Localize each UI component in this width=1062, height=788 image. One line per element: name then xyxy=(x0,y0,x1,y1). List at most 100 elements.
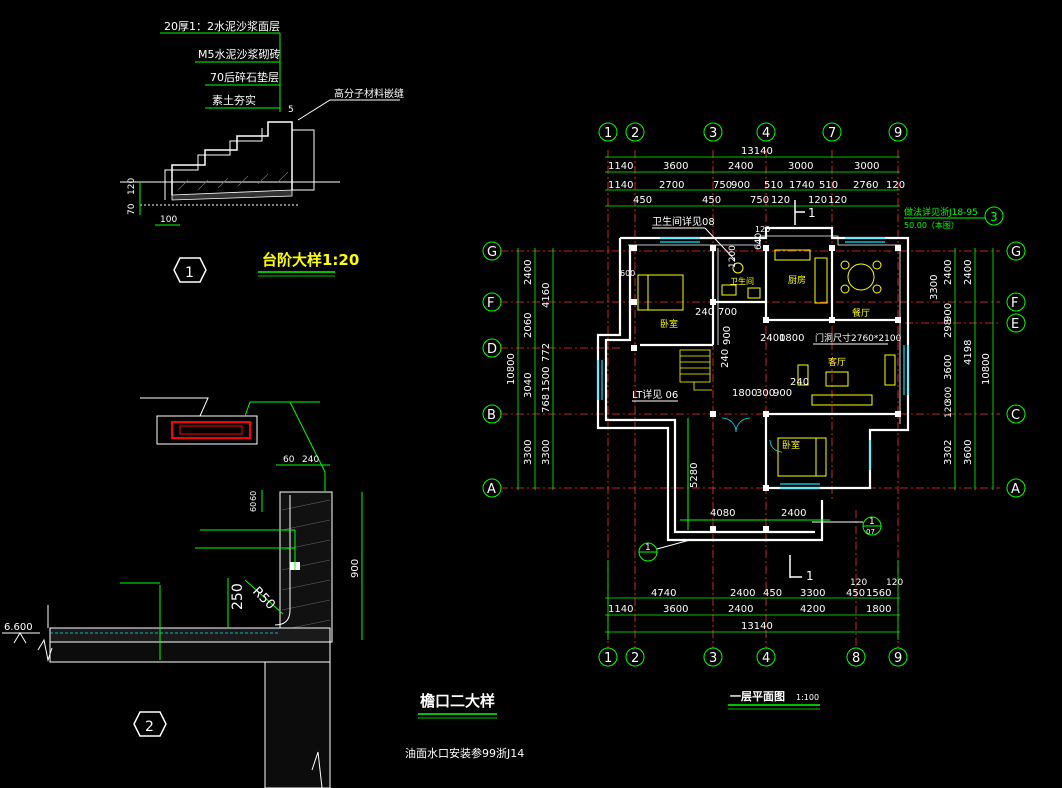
top-row3-dim: 120 xyxy=(771,195,790,206)
inner-dim: 640 xyxy=(754,233,764,250)
eave-dim-60c: 60 xyxy=(249,502,258,512)
left-axis-B: B xyxy=(487,408,496,423)
right-inner-dim: 900 xyxy=(943,303,954,322)
section-mark-top: 1 xyxy=(808,206,816,220)
floor-plan: 1 2 3 4 7 9 13140 1140 3600 2400 3000 30… xyxy=(482,122,1026,710)
eave-dim-240: 240 xyxy=(302,455,319,465)
top-row2-dim: 1140 xyxy=(608,180,633,191)
inner-dim: 300 xyxy=(756,388,775,399)
top-axis-1: 1 xyxy=(604,126,612,141)
inner-dim: 600 xyxy=(620,269,635,278)
eave-marker: 2 xyxy=(145,719,154,735)
label-bathroom-ref: 卫生间详见08 xyxy=(652,215,715,228)
inner-dim: 1800 xyxy=(779,333,804,344)
detail-ref-bottom-num: 1 xyxy=(869,517,875,527)
right-mid-dim: 4198 xyxy=(963,340,974,365)
inner-dim: 120 xyxy=(755,225,770,234)
bottom-row2-dim: 2400 xyxy=(728,604,753,615)
bottom-axis-1: 1 xyxy=(604,651,612,666)
eave-marker-shape xyxy=(133,711,167,737)
bottom-axis-bubbles: 1 2 3 4 8 9 xyxy=(598,647,908,667)
right-mid-dim: 3600 xyxy=(963,440,974,465)
top-axis-7: 7 xyxy=(828,126,836,141)
right-axis-E: E xyxy=(1011,317,1019,332)
stair-title: 台阶大样1:20 xyxy=(262,251,359,269)
room-bedroom-1: 卧室 xyxy=(660,318,678,330)
bottom-axis-4: 4 xyxy=(762,651,770,666)
top-row2-dim: 2700 xyxy=(659,180,684,191)
left-inner-dim: 768 xyxy=(541,394,552,413)
label-door-opening: 门洞尺寸2760*2100 xyxy=(815,332,902,344)
stair-dim-5: 5 xyxy=(288,105,294,115)
bottom-row2-dim: 3600 xyxy=(663,604,688,615)
top-total: 13140 xyxy=(741,146,773,157)
bottom-row2-dim: 1800 xyxy=(866,604,891,615)
inner-dim: 900 xyxy=(722,326,733,345)
room-bedroom-2: 卧室 xyxy=(782,439,800,451)
right-inner-dim: 2400 xyxy=(943,260,954,285)
bottom-row1-dim: 2400 xyxy=(730,588,755,599)
top-row3-dim: 450 xyxy=(702,195,721,206)
plan-title: 一层平面图 xyxy=(730,690,785,703)
eave-note: 油面水口安装参99浙J14 xyxy=(405,746,524,760)
eave-dim-250: 250 xyxy=(230,583,246,610)
top-row2-dim: 510 xyxy=(819,180,838,191)
plan-scale: 1:100 xyxy=(796,693,819,702)
room-kitchen: 厨房 xyxy=(788,274,806,286)
eave-dim-60a: 60 xyxy=(283,455,295,465)
inner-dim: 2400 xyxy=(760,333,785,344)
left-outer: 10800 xyxy=(506,353,517,385)
stair-detail: 20厚1：2水泥沙浆面层 M5水泥沙浆砌砖 70后碎石垫层 素土夯实 高分子材料… xyxy=(120,19,404,283)
stair-marker-shape xyxy=(173,257,207,283)
bottom-row2: 1140 3600 2400 4200 1800 xyxy=(608,604,891,615)
top-row2-dim: 1740 xyxy=(789,180,814,191)
bottom-axis-2: 2 xyxy=(631,651,639,666)
right-inner-dim: 300 xyxy=(944,387,954,404)
top-row3-dim: 450 xyxy=(633,195,652,206)
top-row3: 450 450 750 120 120 120 xyxy=(633,195,847,206)
stair-note: 高分子材料嵌缝 xyxy=(334,87,404,100)
right-axis-A: A xyxy=(1011,482,1020,497)
top-axis-9: 9 xyxy=(894,126,902,141)
stair-layer-1: 20厚1：2水泥沙浆面层 xyxy=(164,19,280,33)
left-mid-dim: 3300 xyxy=(523,440,534,465)
label-elevation-ref: 50.00（本图） xyxy=(904,220,959,230)
right-mid-dim: 2400 xyxy=(963,260,974,285)
eave-detail: 60 240 60 60 900 250 R50 6.600 2 檐口二大样 油… xyxy=(2,397,524,788)
room-living: 客厅 xyxy=(828,356,846,368)
bottom-axis-3: 3 xyxy=(709,651,717,666)
top-axis-2: 2 xyxy=(631,126,639,141)
bottom-total: 13140 xyxy=(741,621,773,632)
stair-layer-4: 素土夯实 xyxy=(212,93,256,107)
right-axis-bubbles: G F E C A xyxy=(1006,241,1026,498)
left-inner-dim: 3300 xyxy=(541,440,552,465)
top-row2-dim: 900 xyxy=(731,180,750,191)
left-axis-D: D xyxy=(487,342,497,357)
stair-marker: 1 xyxy=(185,265,194,281)
top-row3-dim: 120 xyxy=(808,195,827,206)
bottom-row1-dim: 450 xyxy=(846,588,865,599)
stair-layer-2: M5水泥沙浆砌砖 xyxy=(198,47,281,61)
top-row2: 1140 2700 750 900 510 1740 510 2760 120 xyxy=(608,180,905,191)
room-dining: 餐厅 xyxy=(852,307,870,319)
inner-dim: 2400 xyxy=(781,508,806,519)
inner-dim: 240 xyxy=(695,307,714,318)
top-row1-dim: 3000 xyxy=(788,161,813,172)
top-axis-3: 3 xyxy=(709,126,717,141)
right-axis-F: F xyxy=(1011,296,1018,311)
detail-ref-left: 1 xyxy=(645,543,651,553)
top-row1-dim: 3000 xyxy=(854,161,879,172)
right-axis-C: C xyxy=(1011,408,1020,423)
left-axis-A: A xyxy=(487,482,496,497)
detail-ref-bottom-sheet: 07 xyxy=(866,528,875,536)
left-mid-dim: 2060 xyxy=(523,313,534,338)
inner-dim: 240 xyxy=(720,349,731,368)
top-row2-dim: 510 xyxy=(764,180,783,191)
stair-dim-70: 70 xyxy=(127,203,137,215)
left-mid-dim: 2400 xyxy=(523,260,534,285)
eave-dim-900: 900 xyxy=(350,559,361,578)
bottom-axis-8: 8 xyxy=(852,651,860,666)
left-mid-dim: 3040 xyxy=(523,373,534,398)
bottom-row2-dim: 4200 xyxy=(800,604,825,615)
top-row1-dim: 3600 xyxy=(663,161,688,172)
